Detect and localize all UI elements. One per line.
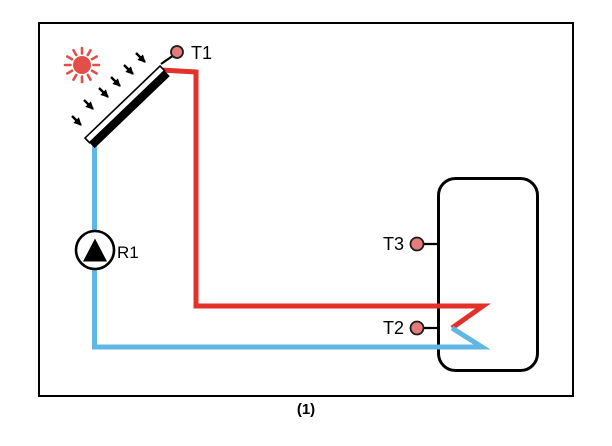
irradiance-arrow-icons	[71, 52, 146, 126]
sensor-t3-label: T3	[383, 234, 404, 254]
storage-tank	[437, 177, 539, 372]
sensor-t2-dot	[409, 320, 425, 336]
sensor-t1-dot	[170, 45, 184, 59]
irradiance-arrow-icon	[110, 76, 121, 87]
sensor-t3-dot	[409, 236, 425, 252]
sun-icon	[63, 46, 101, 84]
irradiance-arrow-icon	[135, 52, 146, 63]
sun-disc	[73, 56, 91, 74]
collector-absorber	[89, 70, 170, 149]
solar-collector-panel	[83, 64, 170, 149]
sensor-t3: T3	[383, 234, 440, 254]
figure-caption: (1)	[297, 401, 315, 418]
circulation-pump-icon: R1	[74, 229, 139, 271]
irradiance-arrow-icon	[123, 64, 134, 75]
pump-label: R1	[117, 243, 139, 262]
irradiance-arrow-icon	[83, 99, 94, 110]
sensor-t2-label: T2	[383, 318, 404, 338]
irradiance-arrow-icon	[71, 115, 82, 126]
sun-rays	[63, 46, 101, 84]
irradiance-arrow-icon	[98, 87, 109, 98]
sensor-t1-label: T1	[191, 43, 212, 63]
hot-pipe	[160, 67, 491, 331]
sensor-t2: T2	[383, 318, 440, 338]
pump-rotor-triangle	[83, 238, 107, 262]
sensor-t1: T1	[160, 43, 212, 65]
